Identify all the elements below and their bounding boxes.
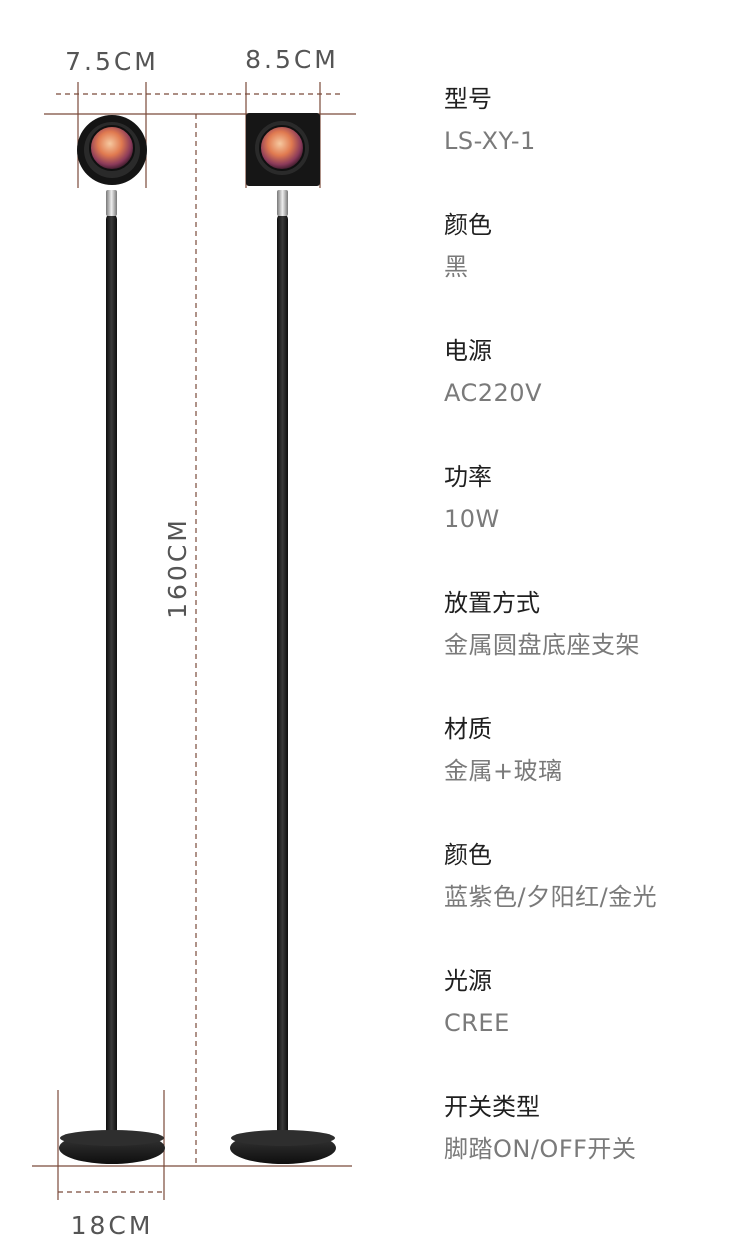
spec-label: 开关类型	[444, 1093, 540, 1121]
spec-label: 电源	[444, 337, 492, 365]
head-square-width-label: 8.5CM	[245, 45, 339, 74]
spec-value: AC220V	[444, 379, 542, 407]
spec-value: 蓝紫色/夕阳红/金光	[444, 883, 658, 911]
spec-value: 金属+玻璃	[444, 757, 563, 785]
spec-light-color: 颜色 蓝紫色/夕阳红/金光	[444, 838, 744, 964]
spec-value: 脚踏ON/OFF开关	[444, 1135, 637, 1163]
spec-placement: 放置方式 金属圆盘底座支架	[444, 586, 744, 712]
spec-model: 型号 LS-XY-1	[444, 82, 744, 208]
spec-value: 10W	[444, 505, 500, 533]
spec-color: 颜色 黑	[444, 208, 744, 334]
base-diameter-label: 18CM	[71, 1211, 154, 1240]
spec-material: 材质 金属+玻璃	[444, 712, 744, 838]
spec-label: 材质	[444, 715, 492, 743]
head-round-width-label: 7.5CM	[65, 47, 159, 76]
spec-label: 颜色	[444, 841, 492, 869]
spec-power-source: 电源 AC220V	[444, 334, 744, 460]
dimension-lines	[32, 82, 356, 1200]
spec-label: 光源	[444, 967, 492, 995]
lamp-round-head	[59, 115, 165, 1164]
spec-value: 黑	[444, 253, 469, 281]
spec-value: 金属圆盘底座支架	[444, 631, 640, 659]
height-label: 160CM	[163, 517, 192, 619]
spec-label: 功率	[444, 463, 492, 491]
spec-wattage: 功率 10W	[444, 460, 744, 586]
spec-label: 放置方式	[444, 589, 540, 617]
spec-switch-type: 开关类型 脚踏ON/OFF开关	[444, 1090, 744, 1216]
spec-label: 型号	[444, 85, 492, 113]
spec-value: CREE	[444, 1009, 510, 1037]
spec-list: 型号 LS-XY-1 颜色 黑 电源 AC220V 功率 10W 放置方式 金属…	[444, 82, 744, 1216]
lamp-illustration: 7.5CM 8.5CM 160CM 18CM	[32, 45, 356, 1240]
lamp-square-head	[230, 113, 336, 1164]
spec-value: LS-XY-1	[444, 127, 536, 155]
spec-light-source: 光源 CREE	[444, 964, 744, 1090]
spec-label: 颜色	[444, 211, 492, 239]
